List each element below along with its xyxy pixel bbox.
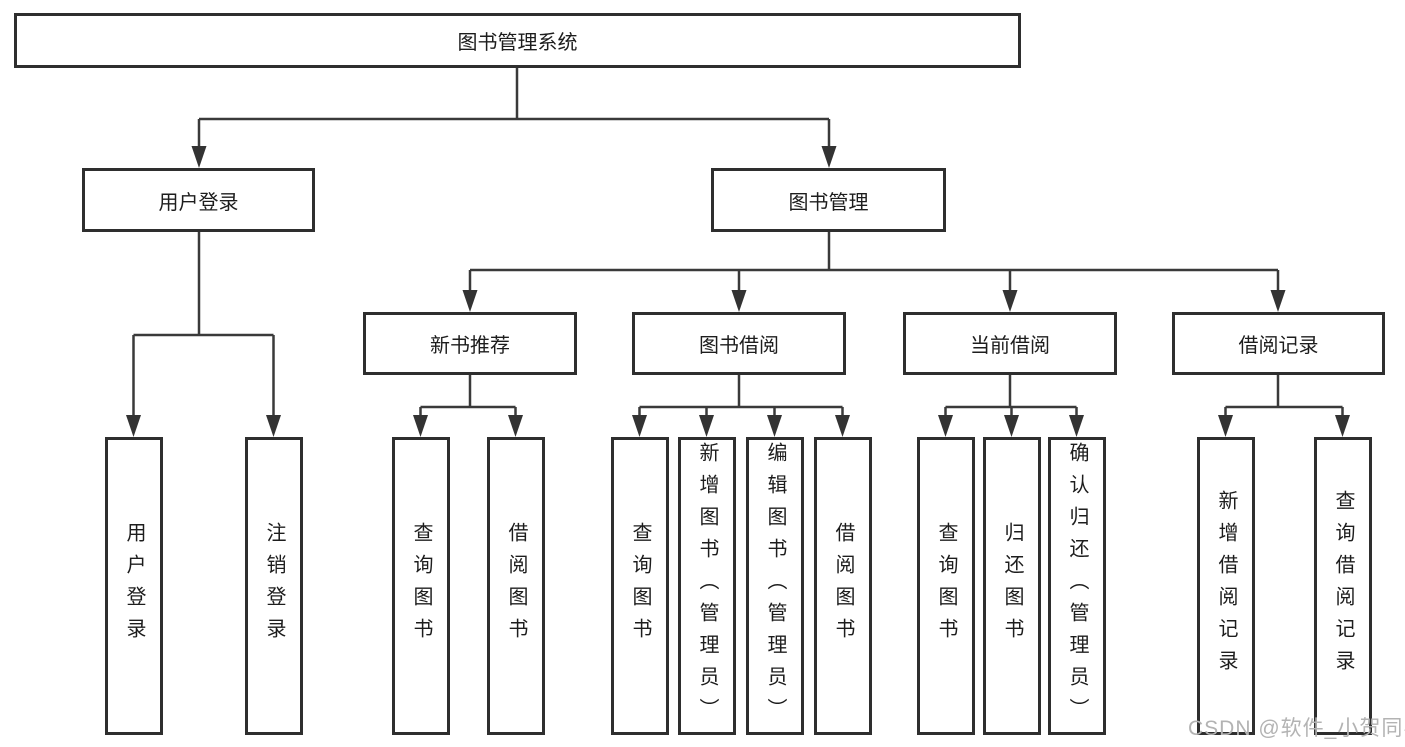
leaf-borrow-books: 借阅图书 — [814, 437, 872, 735]
node-book-borrow-label: 图书借阅 — [699, 335, 779, 357]
leaf-current-query-books: 查询图书 — [917, 437, 975, 735]
leaf-recommend-borrow-books: 借阅图书 — [487, 437, 545, 735]
node-new-book-recommend-label: 新书推荐 — [430, 335, 510, 357]
arrowheads — [126, 146, 1350, 437]
connector-root — [197, 68, 831, 150]
node-book-management-label: 图书管理 — [788, 191, 869, 214]
node-user-login-label: 用户登录 — [158, 191, 239, 214]
connector-current-borrow — [944, 375, 1078, 419]
node-borrow-records: 借阅记录 — [1172, 312, 1385, 375]
connector-new-book-recommend — [419, 375, 517, 419]
leaf-query-borrow-record: 查询借阅记录 — [1314, 437, 1372, 735]
connector-book-management — [468, 232, 1280, 294]
leaf-user-login: 用户登录 — [105, 437, 163, 735]
node-root-system: 图书管理系统 — [14, 13, 1021, 68]
connector-user-login — [132, 232, 275, 419]
connector-borrow-records — [1224, 375, 1344, 419]
leaf-borrow-query-books: 查询图书 — [611, 437, 669, 735]
leaf-edit-books-admin: 编辑图书（管理员） — [746, 437, 804, 735]
node-book-management: 图书管理 — [711, 168, 946, 232]
node-root-label: 图书管理系统 — [457, 32, 578, 54]
node-user-login: 用户登录 — [82, 168, 315, 232]
leaf-return-books: 归还图书 — [983, 437, 1041, 735]
csdn-watermark: CSDN @软件_小贺同学 — [1188, 717, 1405, 740]
node-book-borrow: 图书借阅 — [632, 312, 846, 375]
leaf-logout: 注销登录 — [245, 437, 303, 735]
leaf-confirm-return-admin: 确认归还（管理员） — [1048, 437, 1106, 735]
connector-book-borrow — [638, 375, 844, 419]
node-new-book-recommend: 新书推荐 — [363, 312, 577, 375]
node-borrow-records-label: 借阅记录 — [1238, 335, 1319, 357]
node-current-borrow-label: 当前借阅 — [970, 335, 1050, 357]
node-current-borrow: 当前借阅 — [903, 312, 1117, 375]
leaf-recommend-query-books: 查询图书 — [392, 437, 450, 735]
leaf-add-borrow-record: 新增借阅记录 — [1197, 437, 1255, 735]
leaf-add-books-admin: 新增图书（管理员） — [678, 437, 736, 735]
